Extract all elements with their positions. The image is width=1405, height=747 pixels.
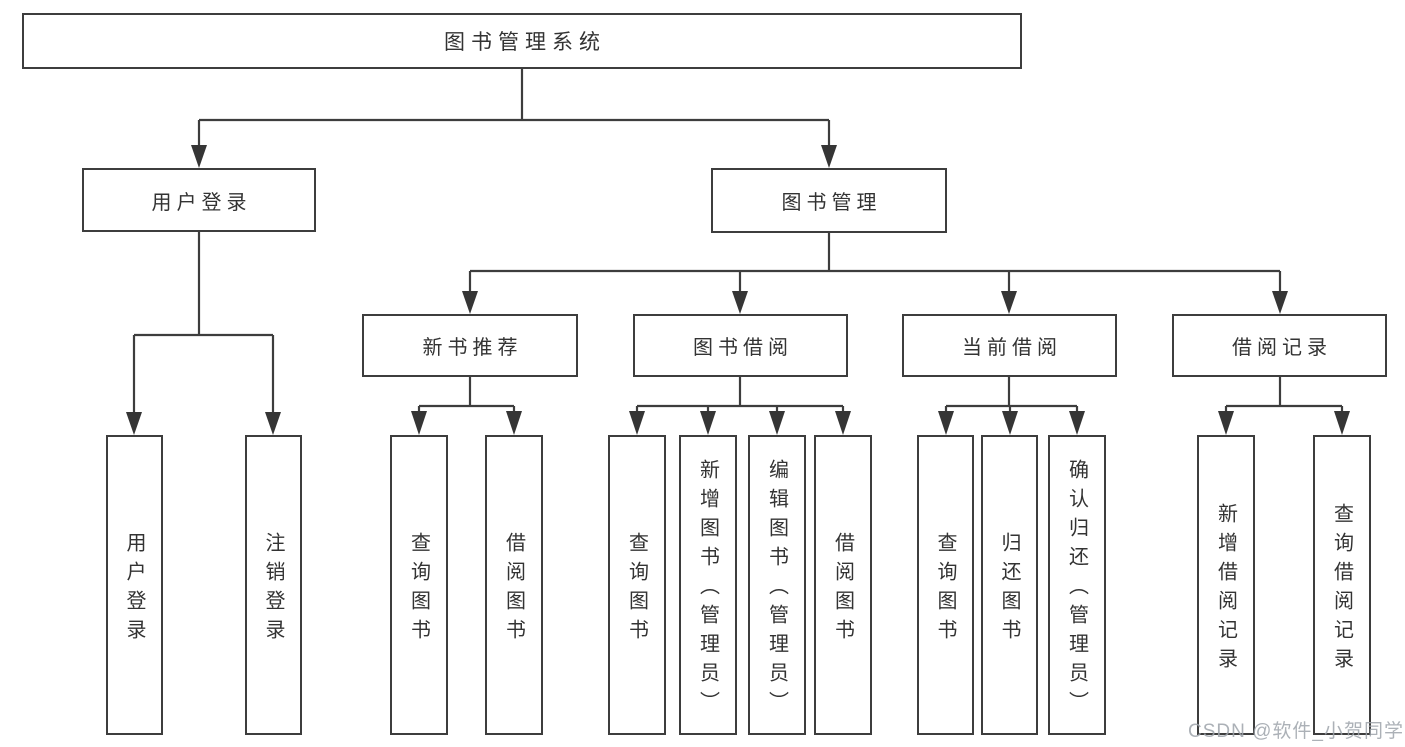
leaf-borrow-books-1: 借阅图书 <box>485 435 543 735</box>
leaf-borrow-books-1-label: 借阅图书 <box>502 531 525 648</box>
node-root: 图书管理系统 <box>22 13 1022 69</box>
node-root-label: 图书管理系统 <box>444 31 606 54</box>
node-user-login-label: 用户登录 <box>151 191 252 214</box>
leaf-confirm-return-admin-label: 确认归还（管理员） <box>1065 459 1088 720</box>
leaf-query-books-2: 查询图书 <box>608 435 666 735</box>
leaf-add-borrow-record: 新增借阅记录 <box>1197 435 1255 735</box>
node-book-borrow-label: 图书借阅 <box>693 337 793 359</box>
leaf-borrow-books-2: 借阅图书 <box>814 435 872 735</box>
leaf-query-books-1-label: 查询图书 <box>407 531 430 648</box>
leaf-logout-label: 注销登录 <box>262 531 284 648</box>
leaf-confirm-return-admin: 确认归还（管理员） <box>1048 435 1106 735</box>
leaf-add-books-admin: 新增图书（管理员） <box>679 435 737 735</box>
leaf-query-books-1: 查询图书 <box>390 435 448 735</box>
leaf-query-borrow-record: 查询借阅记录 <box>1313 435 1371 735</box>
leaf-user-login: 用户登录 <box>106 435 163 735</box>
leaf-query-borrow-record-label: 查询借阅记录 <box>1330 502 1353 677</box>
leaf-return-books: 归还图书 <box>981 435 1038 735</box>
node-book-management-label: 图书管理 <box>781 192 882 214</box>
leaf-query-books-3-label: 查询图书 <box>934 531 956 648</box>
leaf-edit-books-admin-label: 编辑图书（管理员） <box>765 459 788 720</box>
leaf-add-borrow-record-label: 新增借阅记录 <box>1214 502 1237 677</box>
leaf-query-books-3: 查询图书 <box>917 435 974 735</box>
leaf-borrow-books-2-label: 借阅图书 <box>831 531 854 648</box>
csdn-watermark: CSDN @软件_小贺同学 <box>1188 721 1404 742</box>
node-user-login: 用户登录 <box>82 168 316 232</box>
node-book-management: 图书管理 <box>711 168 947 233</box>
node-new-book-recommend-label: 新书推荐 <box>422 337 523 359</box>
node-borrow-records-label: 借阅记录 <box>1232 337 1332 359</box>
node-borrow-records: 借阅记录 <box>1172 314 1387 377</box>
leaf-add-books-admin-label: 新增图书（管理员） <box>696 459 719 720</box>
leaf-edit-books-admin: 编辑图书（管理员） <box>748 435 806 735</box>
leaf-query-books-2-label: 查询图书 <box>625 531 648 648</box>
leaf-user-login-label: 用户登录 <box>123 531 145 648</box>
node-book-borrow: 图书借阅 <box>633 314 848 377</box>
node-new-book-recommend: 新书推荐 <box>362 314 578 377</box>
leaf-return-books-label: 归还图书 <box>998 531 1020 648</box>
leaf-logout: 注销登录 <box>245 435 302 735</box>
node-current-borrow-label: 当前借阅 <box>962 337 1062 359</box>
node-current-borrow: 当前借阅 <box>902 314 1117 377</box>
